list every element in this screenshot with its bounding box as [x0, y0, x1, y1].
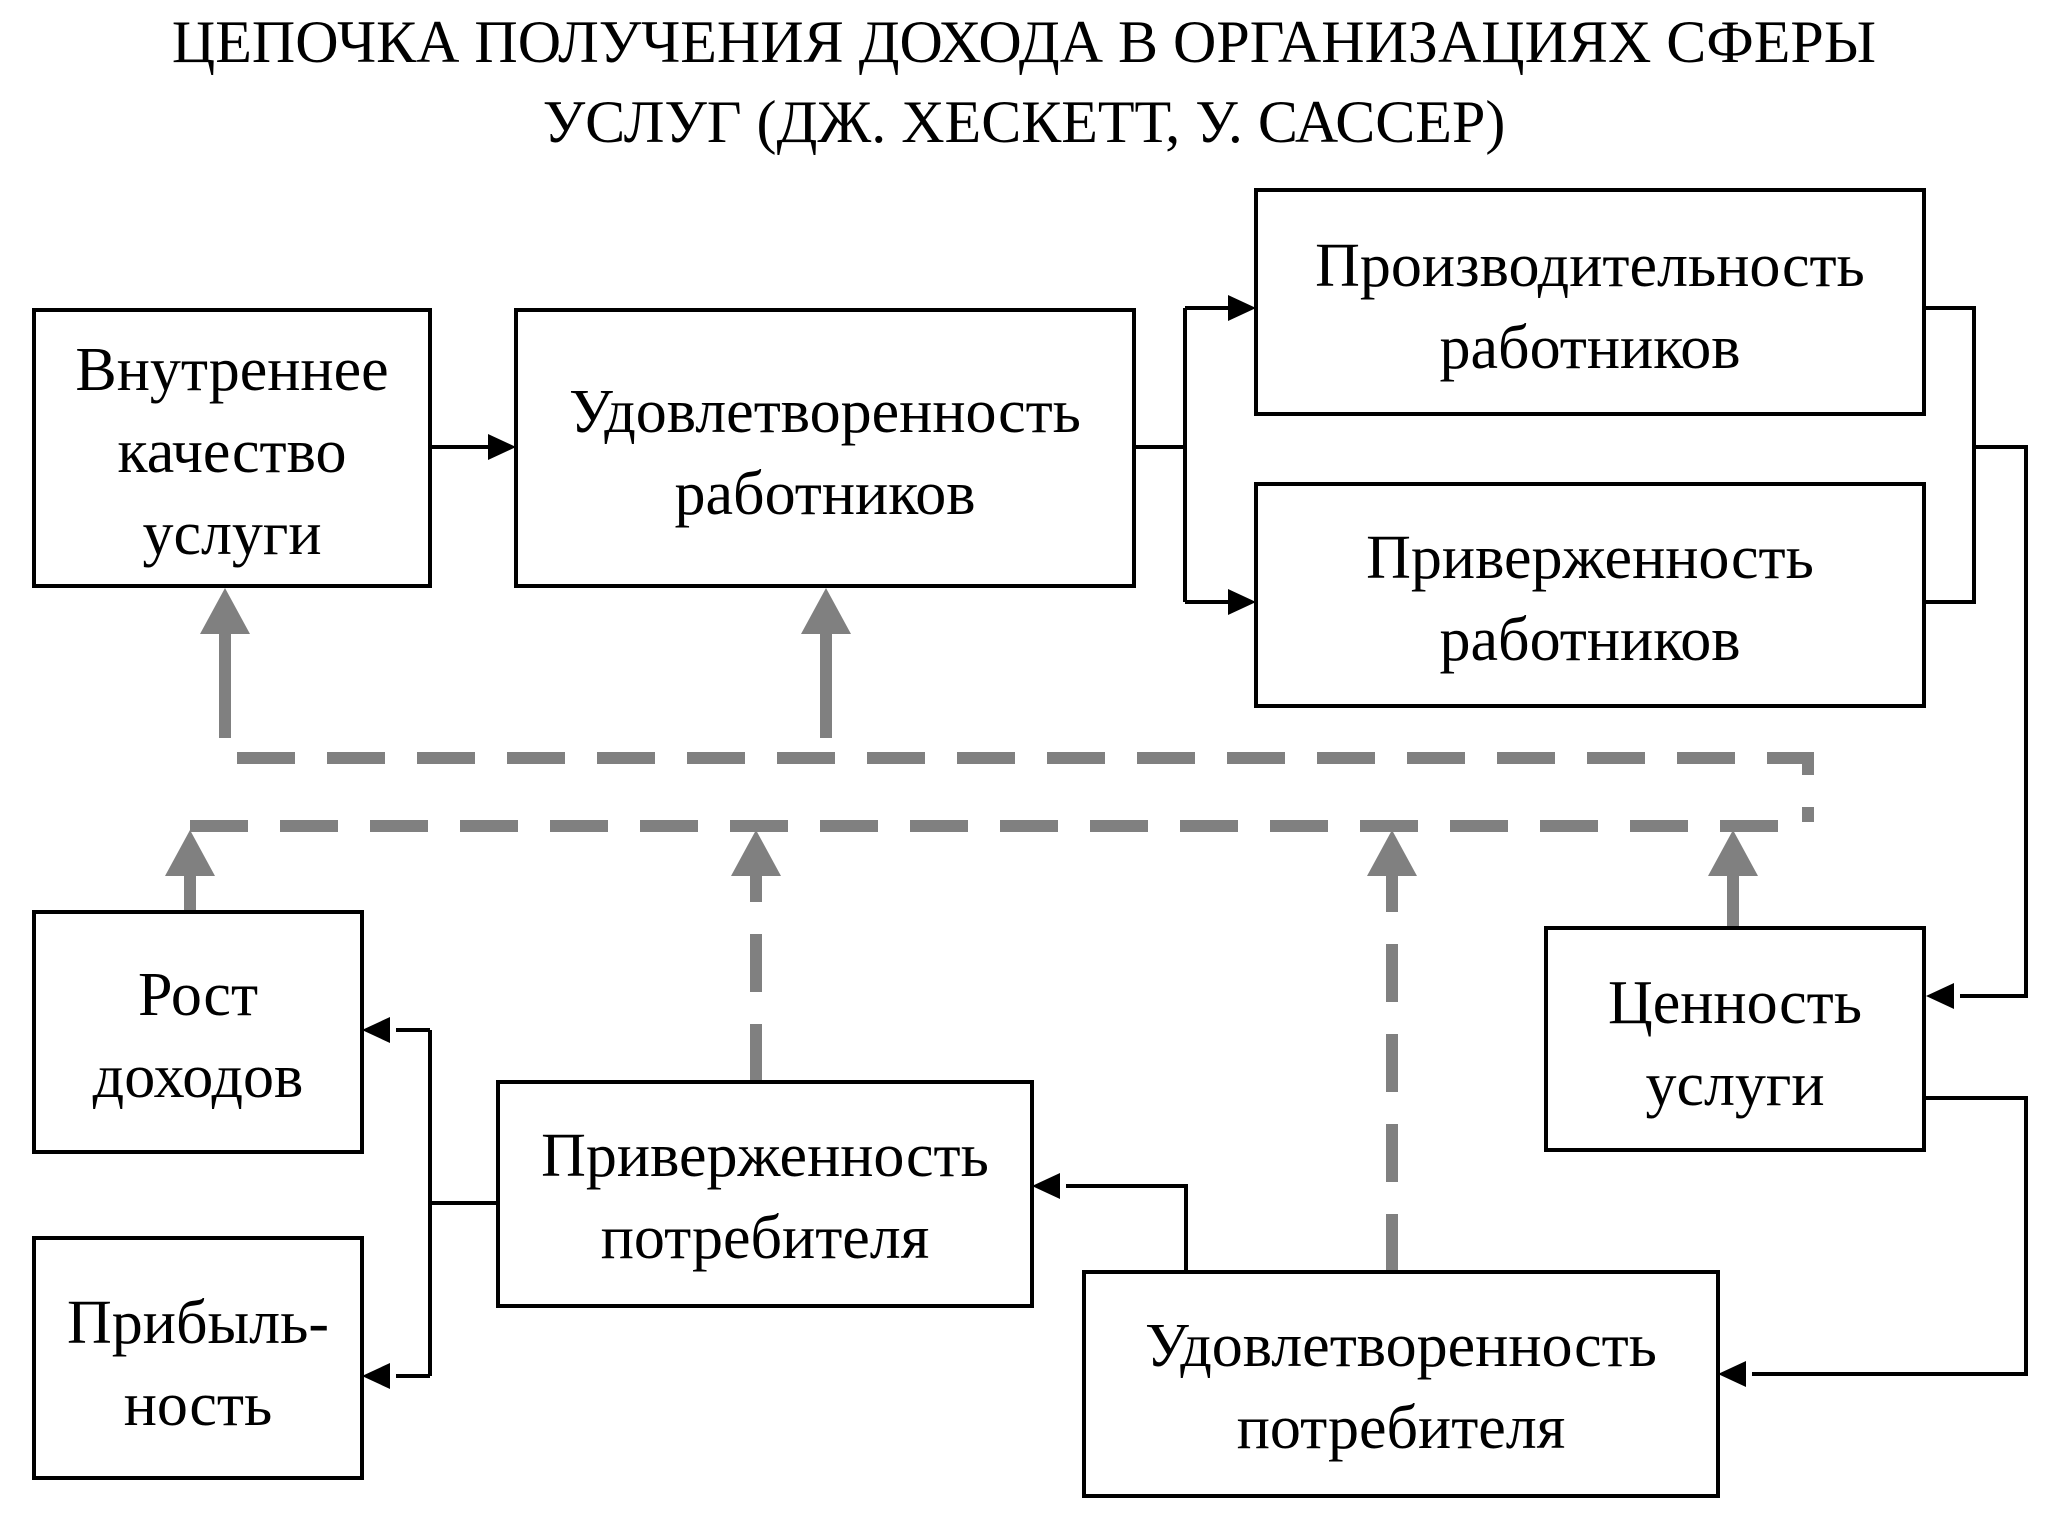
- box-label-line: услуги: [1645, 1051, 1824, 1119]
- box-customer-loyalty: Приверженность потребителя: [496, 1080, 1034, 1308]
- arrowhead-to-customer-loyalty: [1032, 1173, 1060, 1199]
- connector-employee-merge: [1924, 306, 1976, 604]
- box-label-line: работников: [1440, 314, 1741, 382]
- box-internal-service-quality: Внутреннее качество услуги: [32, 308, 432, 588]
- gray-arrowhead-to-internal-quality: [200, 588, 250, 634]
- main-chain-connectors: [362, 295, 2028, 1389]
- arrowhead-to-employee-loyalty: [1228, 589, 1256, 615]
- box-label-line: Рост: [138, 961, 258, 1029]
- box-label-line: потребителя: [1237, 1394, 1566, 1462]
- box-label-line: Ценность: [1608, 969, 1862, 1037]
- connector-service-value-to-customer-satisfaction: [1752, 1096, 2028, 1376]
- gray-arrowhead-from-revenue: [165, 830, 215, 876]
- arrowhead-to-employee-satisfaction: [488, 434, 516, 460]
- gray-arrowhead-from-customer-satisfaction: [1367, 830, 1417, 876]
- box-label-line: Удовлетворенность: [569, 378, 1081, 446]
- box-label-line: Приверженность: [1366, 524, 1814, 592]
- box-customer-satisfaction: Удовлетворенность потребителя: [1082, 1270, 1720, 1498]
- gray-arrowhead-to-employee-satisfaction: [801, 588, 851, 634]
- diagram-title-line-1: ЦЕПОЧКА ПОЛУЧЕНИЯ ДОХОДА В ОРГАНИЗАЦИЯХ …: [172, 9, 1876, 75]
- arrowhead-to-productivity: [1228, 295, 1256, 321]
- arrowhead-to-service-value: [1926, 983, 1954, 1009]
- feedback-upper-line: [219, 680, 1814, 822]
- box-label-line: услуги: [142, 500, 321, 568]
- box-label-line: потребителя: [601, 1204, 930, 1272]
- gray-arrowhead-from-customer-loyalty: [731, 830, 781, 876]
- feedback-loop: [165, 588, 1814, 1272]
- box-label-line: Удовлетворенность: [1145, 1312, 1657, 1380]
- connector-to-service-value: [1960, 445, 2028, 998]
- gray-arrowhead-from-service-value: [1708, 830, 1758, 876]
- box-label-line: работников: [675, 460, 976, 528]
- box-label-line: доходов: [93, 1043, 304, 1111]
- box-employee-productivity: Производительность работников: [1254, 188, 1926, 416]
- arrowhead-to-revenue-growth: [362, 1017, 390, 1043]
- connector-customer-satisfaction-to-loyalty: [1066, 1184, 1188, 1272]
- box-employee-loyalty: Приверженность работников: [1254, 482, 1926, 708]
- box-revenue-growth: Рост доходов: [32, 910, 364, 1154]
- arrowhead-to-customer-satisfaction: [1718, 1361, 1746, 1387]
- box-label-line: Производительность: [1315, 232, 1865, 300]
- box-label-line: Прибыль-: [67, 1289, 329, 1357]
- box-label-line: работников: [1440, 606, 1741, 674]
- arrowhead-to-profitability: [362, 1363, 390, 1389]
- box-label-line: качество: [118, 418, 347, 486]
- box-service-value: Ценность услуги: [1544, 926, 1926, 1152]
- box-profitability: Прибыль- ность: [32, 1236, 364, 1480]
- box-label-line: ность: [124, 1371, 273, 1439]
- box-label-line: Приверженность: [541, 1122, 989, 1190]
- box-employee-satisfaction: Удовлетворенность работников: [514, 308, 1136, 588]
- box-label-line: Внутреннее: [75, 336, 388, 404]
- diagram-title-line-2: УСЛУГ (ДЖ. ХЕСКЕТТ, У. САССЕР): [543, 89, 1506, 155]
